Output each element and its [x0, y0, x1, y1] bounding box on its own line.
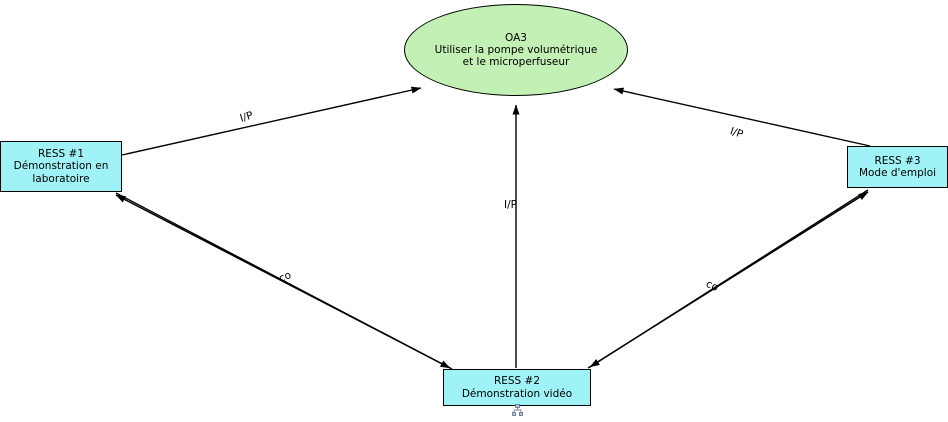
node-ress1-line-3: laboratoire: [32, 172, 90, 185]
node-ress2[interactable]: RESS #2 Démonstration vidéo: [443, 369, 591, 406]
edge-ress3-to-ress2: [589, 189, 869, 368]
edge-ress3-to-oa3: [613, 87, 871, 147]
node-ress1-line-2: Démonstration en: [13, 160, 109, 173]
node-ress3[interactable]: RESS #3 Mode d'emploi: [847, 146, 948, 188]
edge-label-ress2-oa3: I/P: [504, 199, 517, 211]
node-oa3-line-1: OA3: [505, 31, 527, 44]
edge-ress1-to-oa3: [121, 86, 422, 156]
node-ress2-line-1: RESS #2: [493, 375, 541, 388]
node-ress3-line-2: Mode d'emploi: [858, 167, 937, 179]
node-ress3-line-1: RESS #3: [874, 154, 921, 167]
edge-ress1-to-ress2: [115, 192, 451, 369]
node-oa3-line-2: Utiliser la pompe volumétrique: [434, 43, 598, 56]
node-handle-icon[interactable]: [512, 404, 523, 417]
node-ress1[interactable]: RESS #1 Démonstration en laboratoire: [0, 141, 122, 192]
node-oa3-line-3: et le microperfuseur: [462, 56, 570, 69]
node-ress2-line-2: Démonstration vidéo: [461, 387, 573, 400]
node-ress1-line-1: RESS #1: [37, 148, 85, 161]
node-oa3[interactable]: OA3 Utiliser la pompe volumétrique et le…: [404, 4, 628, 96]
